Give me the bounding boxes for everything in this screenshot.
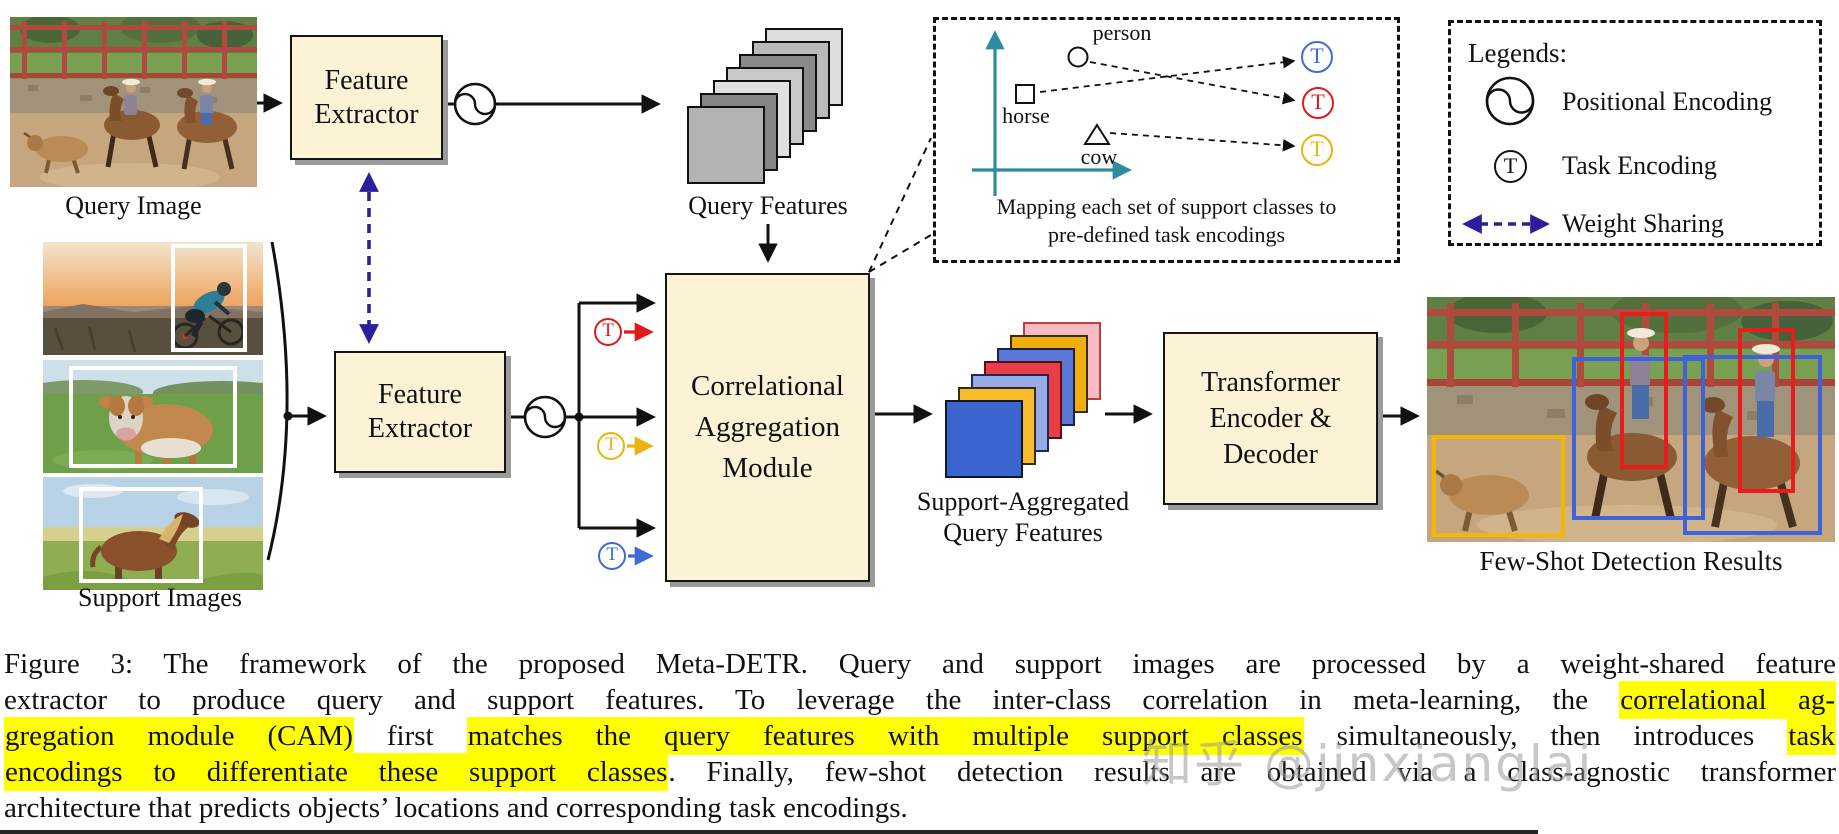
callout-line-upper [868,137,932,273]
mapping-arrow-cow-to-yellow [1109,132,1296,152]
rodeo-scene [10,17,257,187]
task-letter: T [1310,136,1324,161]
person-marker-icon [1067,46,1089,68]
legend-item-positional-encoding: Positional Encoding [1562,87,1773,116]
caption-line-4: encodings to differentiate these support… [4,753,1836,791]
caption-line-5: architecture that predicts objects’ loca… [4,790,1836,826]
task-letter: T [1311,89,1325,114]
horse-figure [90,512,200,581]
task-encoding-badge-yellow: T [1301,134,1333,166]
box-label-line: Decoder [1223,438,1318,470]
box-label-line: Feature [378,379,462,410]
legend-panel [1448,20,1822,246]
box-label-line: Extractor [314,98,419,130]
caption-highlight: task [1787,717,1837,755]
cow-marker-icon [1083,123,1111,145]
support-annotation-bbox [171,244,247,352]
mapping-label-horse: horse [1002,103,1050,128]
figure-caption: Figure 3: The framework of the proposed … [4,646,1837,826]
caption-line-1: Figure 3: The framework of the proposed … [4,646,1836,682]
caption-highlight: encodings to differentiate these support… [4,753,669,791]
cow-scene [43,360,263,473]
task-letter: T [605,434,617,455]
rodeo-scene-results [1427,297,1835,542]
support-images-label: Support Images [78,583,242,612]
query-image-label: Query Image [65,191,202,220]
cow-figure [23,131,88,174]
task-input-badge-yellow: T [597,432,625,460]
support-bracket-arc [266,241,289,561]
cow-figure [1434,469,1529,532]
box-label-line: Extractor [367,413,473,444]
task-letter: T [606,544,618,565]
caption-line-3: gregation module (CAM) first matches the… [4,717,1837,755]
caption-highlight: matches the query features with multiple… [466,717,1304,755]
task-letter: T [1503,152,1518,178]
horse-marker-icon [1015,84,1035,104]
box-label-line: Feature [324,64,409,96]
mapping-caption-line1: Mapping each set of support classes to [996,194,1337,219]
horse-scene [43,477,263,590]
cow-figure [99,396,213,468]
task-encoding-badge-blue: T [1301,41,1333,73]
caption-text: Figure 3: The framework of the proposed … [4,648,1836,680]
box-label-line: Module [722,452,813,484]
detection-results-photo [1427,297,1835,542]
box-label-line: Aggregation [695,411,840,443]
support-image-cow [43,360,263,473]
support-aggregated-label-line2: Query Features [943,518,1103,547]
task-letter: T [1310,43,1324,68]
support-annotation-bbox [79,487,203,583]
query-features-label: Query Features [688,191,848,220]
feature-extractor-bottom-box: Feature Extractor [334,351,506,473]
horse-rider-figure-2 [177,78,237,170]
mapping-arrow-horse-to-blue [1039,55,1296,93]
mapping-panel [933,17,1400,263]
caption-text: simultaneously, then introduces [1303,720,1788,752]
caption-text: extractor to produce query and support f… [4,684,1620,716]
caption-line-2: extractor to produce query and support f… [4,681,1836,719]
caption-text: architecture that predicts objects’ loca… [4,792,908,824]
support-image-cyclist [43,242,263,355]
support-image-horse [43,477,263,590]
mapping-label-cow: cow [1080,144,1118,169]
few-shot-results-label: Few-Shot Detection Results [1479,546,1783,576]
mapping-caption-line2: pre-defined task encodings [1047,222,1286,247]
bottom-crop-strip [0,830,1538,834]
cyclist-scene [43,242,263,355]
task-input-badge-red: T [594,318,622,346]
legend-item-weight-sharing: Weight Sharing [1562,209,1724,238]
transformer-encoder-decoder-box: Transformer Encoder & Decoder [1163,332,1378,505]
callout-line-lower [868,234,932,273]
horse-rider-figure [103,78,160,168]
positional-encoding-icon [453,82,497,126]
box-label-line: Encoder & [1209,402,1332,434]
horse-rider-figure [1585,328,1677,520]
caption-highlight: gregation module (CAM) [4,717,354,755]
legend-positional-encoding-icon [1485,76,1535,126]
box-label-line: Transformer [1201,366,1340,398]
caption-text: . Finally, few-shot detection results ar… [668,756,1836,788]
feature-extractor-top-box: Feature Extractor [290,35,443,160]
support-annotation-bbox [69,366,237,468]
correlational-aggregation-module-box: Correlational Aggregation Module [665,273,870,582]
box-label-line: Correlational [690,370,844,402]
query-image-photo [10,17,257,187]
caption-text: first [353,720,467,752]
legend-title: Legends: [1468,38,1567,68]
mapping-arrow-person-to-red [1089,61,1296,105]
task-input-badge-blue: T [598,542,626,570]
positional-encoding-icon [523,395,567,439]
task-encoding-badge-red: T [1302,87,1334,119]
legend-task-encoding-icon: T [1494,150,1527,183]
support-aggregated-label-line1: Support-Aggregated [916,487,1130,516]
caption-highlight: correlational ag- [1619,681,1836,719]
task-letter: T [602,320,614,341]
legend-item-task-encoding: Task Encoding [1562,151,1717,180]
mapping-label-person: person [1092,20,1152,45]
